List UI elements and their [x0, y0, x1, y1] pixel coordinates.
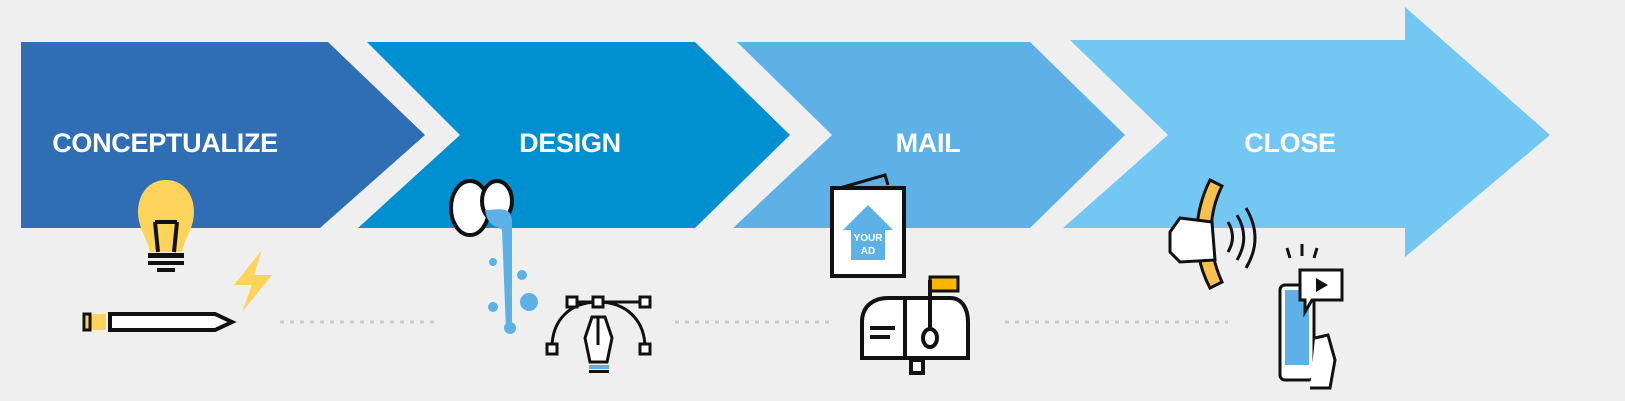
pen-tool-icon: [545, 295, 652, 373]
ad-booklet-icon: YOUR AD: [830, 173, 906, 278]
phone-handset-icon: [1168, 177, 1257, 290]
step-label-mail: MAIL: [895, 128, 961, 158]
step-label-conceptualize: CONCEPTUALIZE: [52, 128, 278, 158]
smartphone-video-icon: [1278, 244, 1344, 390]
ad-text-line1: YOUR: [854, 233, 884, 244]
mailbox-icon: [860, 275, 970, 375]
lightbulb-icon: [138, 180, 194, 272]
paint-pour-icon: [449, 179, 538, 334]
step-label-close: CLOSE: [1244, 128, 1336, 158]
pencil-icon: [82, 312, 237, 332]
step-chevron-mail: [733, 42, 1125, 228]
lightning-icon: [234, 250, 272, 312]
step-arrow-close: [1063, 7, 1550, 257]
step-chevron-conceptualize: [21, 42, 425, 228]
step-label-design: DESIGN: [519, 128, 621, 158]
ad-text-line2: AD: [861, 246, 875, 257]
